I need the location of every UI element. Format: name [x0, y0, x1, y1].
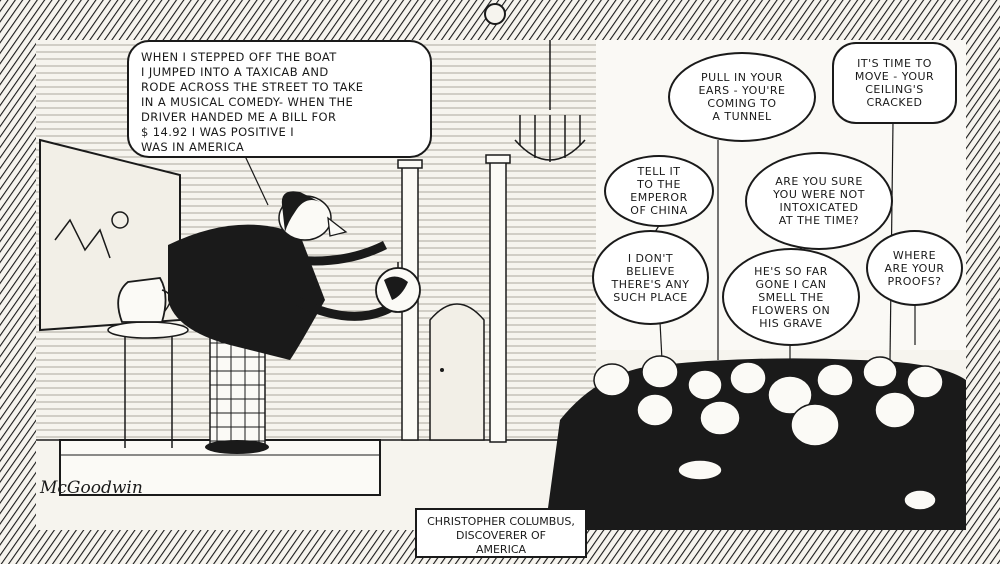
audience-crowd: [545, 355, 966, 530]
speech-bubble-intoxicated: Are you sure you were not intoxicated at…: [745, 152, 893, 250]
speech-bubble-pull-in-ears: Pull in your ears - you're coming to a t…: [668, 52, 816, 142]
speech-bubble-emperor: Tell it to the emperor of China: [604, 155, 714, 227]
bubble-text: Are you sure you were not intoxicated at…: [773, 175, 865, 227]
caption-box: Christopher Columbus, discoverer of Amer…: [415, 508, 587, 558]
bubble-text: I don't believe there's any such place: [611, 251, 690, 304]
speech-bubble-no-such-place: I don't believe there's any such place: [592, 230, 709, 325]
bubble-text: Tell it to the emperor of China: [630, 165, 688, 217]
globe-icon: [375, 262, 421, 313]
chandelier-icon: [514, 40, 586, 162]
bubble-text: It's time to move - your ceiling's crack…: [854, 57, 935, 109]
columbus-figure: [168, 191, 398, 454]
arched-door: [429, 303, 485, 441]
narration-box: When I stepped off the boat I jumped int…: [127, 40, 432, 158]
speech-bubble-proofs: Where are your proofs?: [866, 230, 963, 306]
bubble-text: Pull in your ears - you're coming to a t…: [698, 71, 786, 123]
bubble-text: He's so far gone I can smell the flowers…: [751, 264, 831, 330]
artist-signature: McGoodwin: [40, 478, 143, 498]
bubble-text: Where are your proofs?: [884, 248, 945, 288]
pitcher-icon: [117, 277, 172, 323]
speech-bubble-flowers: He's so far gone I can smell the flowers…: [722, 248, 860, 346]
speech-bubble-time-to-move: It's time to move - your ceiling's crack…: [832, 42, 957, 124]
